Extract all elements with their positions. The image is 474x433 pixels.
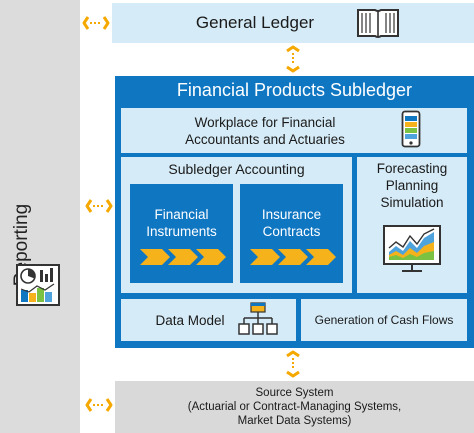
- open-book-icon: [355, 6, 401, 40]
- report-dashboard-icon: [14, 262, 62, 308]
- financial-instruments-box: [130, 184, 233, 283]
- connector-ledger-subledger: [283, 45, 303, 73]
- hierarchy-tree-icon: [238, 302, 278, 338]
- financial-instruments-line2: Instruments: [146, 224, 217, 239]
- insurance-contracts-label: Insurance Contracts: [240, 202, 343, 244]
- source-system-line3: Market Data Systems): [237, 415, 352, 427]
- connector-subledger-source: [283, 350, 303, 378]
- connector-reporting-ledger: [82, 13, 110, 33]
- connector-reporting-subledger: [85, 196, 113, 216]
- mobile-phone-icon: [401, 110, 421, 148]
- forecasting-label: Forecasting Planning Simulation: [357, 160, 467, 210]
- cash-flows-box: [301, 299, 467, 341]
- data-model-label: Data Model: [155, 312, 225, 328]
- source-system-label: Source System (Actuarial or Contract-Man…: [115, 383, 474, 431]
- general-ledger-label: General Ledger: [195, 13, 315, 32]
- reporting-panel: [0, 0, 80, 433]
- insurance-contracts-chevrons: [250, 248, 336, 266]
- workplace-line1: Workplace for Financial: [194, 114, 336, 130]
- cash-flows-label: Generation of Cash Flows: [314, 313, 454, 327]
- insurance-contracts-box: [240, 184, 343, 283]
- source-system-line1: Source System: [255, 387, 334, 399]
- source-system-box: [115, 381, 474, 433]
- financial-instruments-label: Financial Instruments: [130, 202, 233, 244]
- workplace-label: Workplace for Financial Accountants and …: [140, 108, 390, 153]
- insurance-contracts-line2: Contracts: [262, 224, 321, 239]
- connector-reporting-source: [85, 395, 113, 415]
- financial-instruments-line1: Financial: [154, 207, 209, 222]
- forecasting-line1: Forecasting: [376, 161, 448, 176]
- financial-instruments-chevrons: [140, 248, 226, 266]
- general-ledger-box: [112, 3, 474, 43]
- subledger-title: Financial Products Subledger: [176, 79, 413, 100]
- forecasting-line2: Planning: [385, 178, 439, 193]
- source-system-line2: (Actuarial or Contract-Managing Systems,: [187, 401, 402, 413]
- workplace-line2: Accountants and Actuaries: [185, 131, 345, 147]
- forecasting-line3: Simulation: [380, 195, 444, 210]
- subledger-accounting-title: Subledger Accounting: [168, 161, 305, 177]
- monitor-chart-icon: [382, 224, 442, 274]
- insurance-contracts-line1: Insurance: [261, 207, 322, 222]
